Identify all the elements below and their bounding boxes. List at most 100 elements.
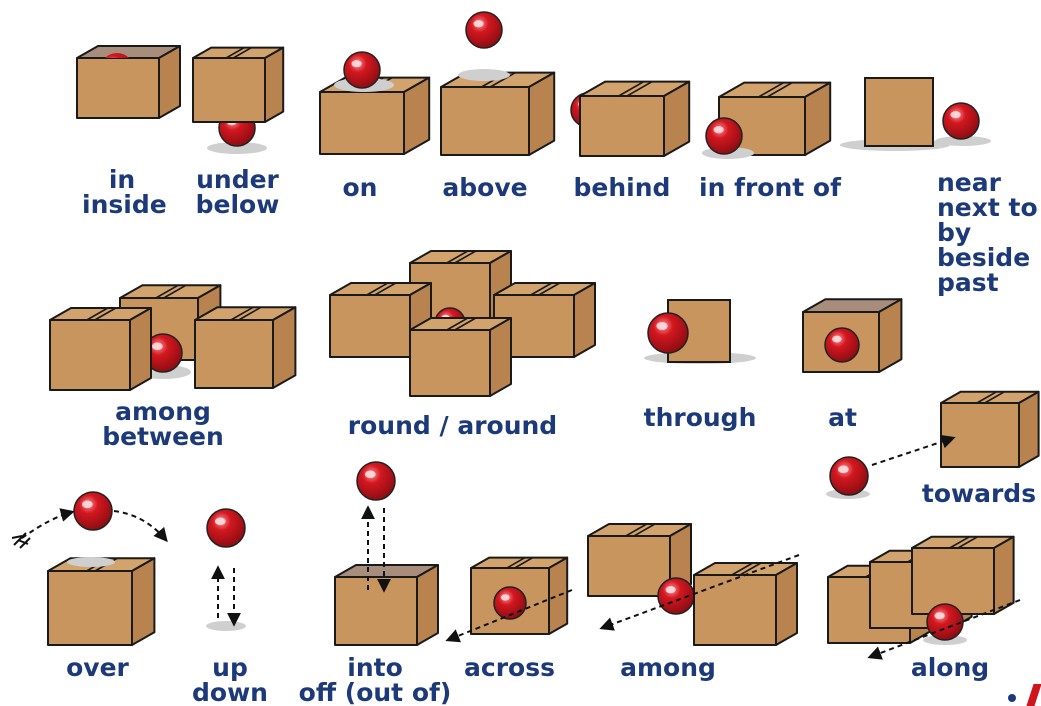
box-front bbox=[335, 577, 417, 645]
box-between-left bbox=[50, 308, 151, 390]
dashed-curve bbox=[114, 511, 166, 540]
label-line: into bbox=[296, 655, 454, 680]
label-in-front-of: in front of bbox=[695, 175, 845, 200]
label-line: among bbox=[88, 399, 238, 424]
ball-highlight bbox=[951, 111, 961, 118]
ball-body bbox=[830, 457, 868, 495]
box-side bbox=[549, 558, 567, 634]
label-along: along bbox=[900, 655, 1000, 680]
box-front bbox=[320, 92, 404, 154]
label-round-around: round / around bbox=[340, 413, 565, 438]
box-side bbox=[265, 48, 283, 122]
label-line: near bbox=[937, 170, 1038, 195]
box-over bbox=[48, 558, 154, 645]
ball-body bbox=[648, 313, 688, 353]
label-line: along bbox=[900, 655, 1000, 680]
box-side bbox=[404, 78, 429, 154]
box-side bbox=[130, 308, 151, 390]
ball-body bbox=[466, 12, 502, 48]
label-line: at bbox=[815, 405, 870, 430]
box-side bbox=[664, 82, 689, 156]
label-line: off (out of) bbox=[296, 680, 454, 705]
label-line: among bbox=[613, 655, 723, 680]
ball-highlight bbox=[474, 20, 484, 27]
box-front bbox=[580, 96, 664, 156]
box-behind bbox=[580, 82, 689, 156]
ball-highlight bbox=[714, 126, 724, 133]
label-line: down bbox=[185, 680, 275, 705]
box-front bbox=[410, 330, 490, 396]
box-front bbox=[694, 575, 776, 645]
label-line: in front of bbox=[695, 175, 845, 200]
label-line: inside bbox=[82, 192, 162, 217]
box-side bbox=[132, 558, 154, 645]
label-near: near next to by beside past bbox=[937, 170, 1038, 295]
label-line: through bbox=[635, 405, 765, 430]
ball-highlight bbox=[656, 322, 667, 330]
box-front bbox=[50, 320, 130, 390]
box-along-3 bbox=[912, 537, 1014, 614]
ball-highlight bbox=[838, 466, 849, 474]
label-behind: behind bbox=[567, 175, 677, 200]
flat-box bbox=[865, 78, 933, 146]
box-towards bbox=[941, 392, 1039, 467]
label-up-down: up down bbox=[185, 655, 275, 705]
arrow-tail-icon bbox=[12, 533, 30, 548]
ball-body bbox=[927, 604, 963, 640]
red-ball bbox=[357, 462, 395, 500]
ball-highlight bbox=[215, 518, 226, 526]
shadow bbox=[67, 557, 115, 567]
label-on: on bbox=[330, 175, 390, 200]
box-front bbox=[77, 58, 159, 118]
label-above: above bbox=[435, 175, 535, 200]
box-front bbox=[441, 87, 529, 155]
label-line: in bbox=[82, 167, 162, 192]
ball-body bbox=[74, 492, 112, 530]
label-at: at bbox=[815, 405, 870, 430]
box-side bbox=[529, 73, 554, 155]
label-line: by bbox=[937, 220, 1038, 245]
ball-body bbox=[344, 52, 380, 88]
red-ball bbox=[706, 118, 742, 154]
dot-mark bbox=[1008, 694, 1016, 702]
ball-body bbox=[207, 509, 245, 547]
label-line: under bbox=[190, 167, 285, 192]
label-under-below: under below bbox=[190, 167, 285, 217]
label-line: between bbox=[88, 424, 238, 449]
ball-highlight bbox=[82, 501, 93, 509]
ball-highlight bbox=[666, 586, 676, 593]
label-among-between: among between bbox=[88, 399, 238, 449]
label-line: behind bbox=[567, 175, 677, 200]
red-ball bbox=[927, 604, 963, 640]
box-side bbox=[1019, 392, 1039, 467]
label-in-inside: in inside bbox=[82, 167, 162, 217]
ball-highlight bbox=[352, 60, 362, 67]
red-ball bbox=[825, 328, 859, 362]
red-ball bbox=[648, 313, 688, 353]
ball-body bbox=[706, 118, 742, 154]
red-ball bbox=[466, 12, 502, 48]
red-ball bbox=[943, 103, 979, 139]
label-line: round / around bbox=[340, 413, 565, 438]
ball-highlight bbox=[365, 471, 376, 479]
dashed-curve bbox=[22, 512, 72, 538]
red-ball bbox=[830, 457, 868, 495]
label-line: past bbox=[937, 270, 1038, 295]
shadow bbox=[206, 621, 246, 631]
box-front bbox=[941, 403, 1019, 467]
box-side bbox=[776, 563, 797, 645]
label-over: over bbox=[55, 655, 140, 680]
label-among: among bbox=[613, 655, 723, 680]
box-under bbox=[193, 48, 283, 122]
ball-highlight bbox=[152, 343, 163, 351]
red-ball bbox=[74, 492, 112, 530]
ball-body bbox=[357, 462, 395, 500]
box-side bbox=[574, 283, 595, 357]
shadow bbox=[458, 69, 510, 81]
ball-highlight bbox=[501, 594, 510, 600]
box-front bbox=[48, 571, 132, 645]
box-side bbox=[417, 565, 438, 645]
label-line: over bbox=[55, 655, 140, 680]
label-through: through bbox=[635, 405, 765, 430]
